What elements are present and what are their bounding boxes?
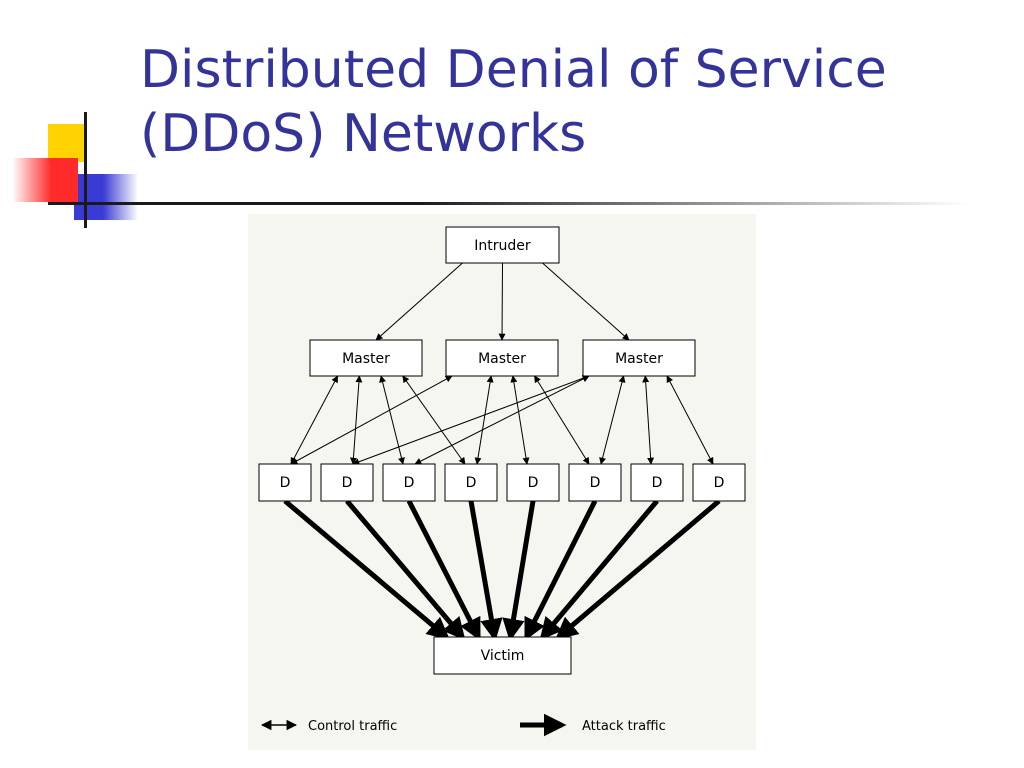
control-traffic-link <box>642 375 655 465</box>
daemon-label: D <box>652 475 663 491</box>
attack-traffic-link <box>539 499 659 641</box>
links-layer <box>283 262 721 642</box>
daemon-box <box>568 463 622 502</box>
daemon-node-2: D <box>320 463 374 502</box>
daemon-box <box>258 463 312 502</box>
decorative-red-square <box>12 158 78 202</box>
attack-traffic-label: Attack traffic <box>582 719 666 734</box>
victim-box <box>433 636 572 675</box>
intruder-to-master-link <box>375 262 463 341</box>
daemon-node-1: D <box>258 463 312 502</box>
victim-label: Victim <box>481 648 525 664</box>
decorative-yellow-square <box>48 124 84 162</box>
victim-node: Victim <box>433 636 572 675</box>
master-box <box>582 339 696 377</box>
daemon-node-4: D <box>444 463 498 502</box>
intruder-box <box>445 226 560 264</box>
title-line-1: Distributed Denial of Service <box>140 40 887 100</box>
control-traffic-link <box>290 375 453 465</box>
daemon-node-5: D <box>506 463 560 502</box>
control-traffic-link <box>474 375 494 465</box>
intruder-label: Intruder <box>474 238 531 254</box>
daemon-node-8: D <box>692 463 746 502</box>
attack-traffic-link <box>283 499 450 640</box>
control-traffic-link <box>349 375 363 465</box>
daemon-node-7: D <box>630 463 684 502</box>
decorative-horizontal-rule <box>48 202 968 205</box>
master-label: Master <box>478 351 526 367</box>
master-node-1: Master <box>309 339 423 377</box>
control-traffic-link <box>402 375 466 465</box>
master-box <box>309 339 423 377</box>
daemon-label: D <box>466 475 477 491</box>
daemon-node-3: D <box>382 463 436 502</box>
ddos-diagram: Intruder Master Master Master D D <box>248 214 756 750</box>
control-traffic-link <box>352 374 590 466</box>
daemon-box <box>320 463 374 502</box>
daemon-node-6: D <box>568 463 622 502</box>
daemon-box <box>692 463 746 502</box>
daemon-label: D <box>714 475 725 491</box>
daemon-label: D <box>280 475 291 491</box>
master-box <box>445 339 559 377</box>
control-traffic-label: Control traffic <box>308 719 397 734</box>
decorative-vertical-line <box>84 112 87 228</box>
diagram-canvas: Intruder Master Master Master D D <box>258 226 746 737</box>
daemon-label: D <box>528 475 539 491</box>
master-node-3: Master <box>582 339 696 377</box>
master-node-2: Master <box>445 339 559 377</box>
master-label: Master <box>342 351 390 367</box>
attack-traffic-link <box>468 500 503 642</box>
intruder-to-master-link <box>498 262 506 341</box>
daemon-label: D <box>404 475 415 491</box>
attack-traffic-link <box>345 499 466 641</box>
control-traffic-link <box>599 375 626 465</box>
daemon-box <box>444 463 498 502</box>
nodes-layer: Intruder Master Master Master D D <box>258 226 746 675</box>
attack-traffic-link <box>524 499 598 642</box>
master-label: Master <box>615 351 663 367</box>
attack-traffic-link <box>406 499 481 642</box>
control-traffic-link <box>534 375 590 465</box>
control-traffic-link <box>510 375 530 465</box>
legend: Control traffic Attack traffic <box>260 713 666 737</box>
daemon-box <box>382 463 436 502</box>
daemon-label: D <box>342 475 353 491</box>
daemon-label: D <box>590 475 601 491</box>
control-traffic-link <box>666 375 714 465</box>
slide-title: Distributed Denial of Service (DDoS) Net… <box>140 38 887 166</box>
intruder-node: Intruder <box>445 226 560 264</box>
daemon-box <box>630 463 684 502</box>
attack-traffic-link <box>502 500 536 642</box>
attack-traffic-link <box>555 499 721 640</box>
control-traffic-link <box>379 375 405 465</box>
daemon-box <box>506 463 560 502</box>
control-traffic-link <box>414 375 590 465</box>
intruder-to-master-link <box>542 262 630 341</box>
title-line-2: (DDoS) Networks <box>140 104 587 164</box>
